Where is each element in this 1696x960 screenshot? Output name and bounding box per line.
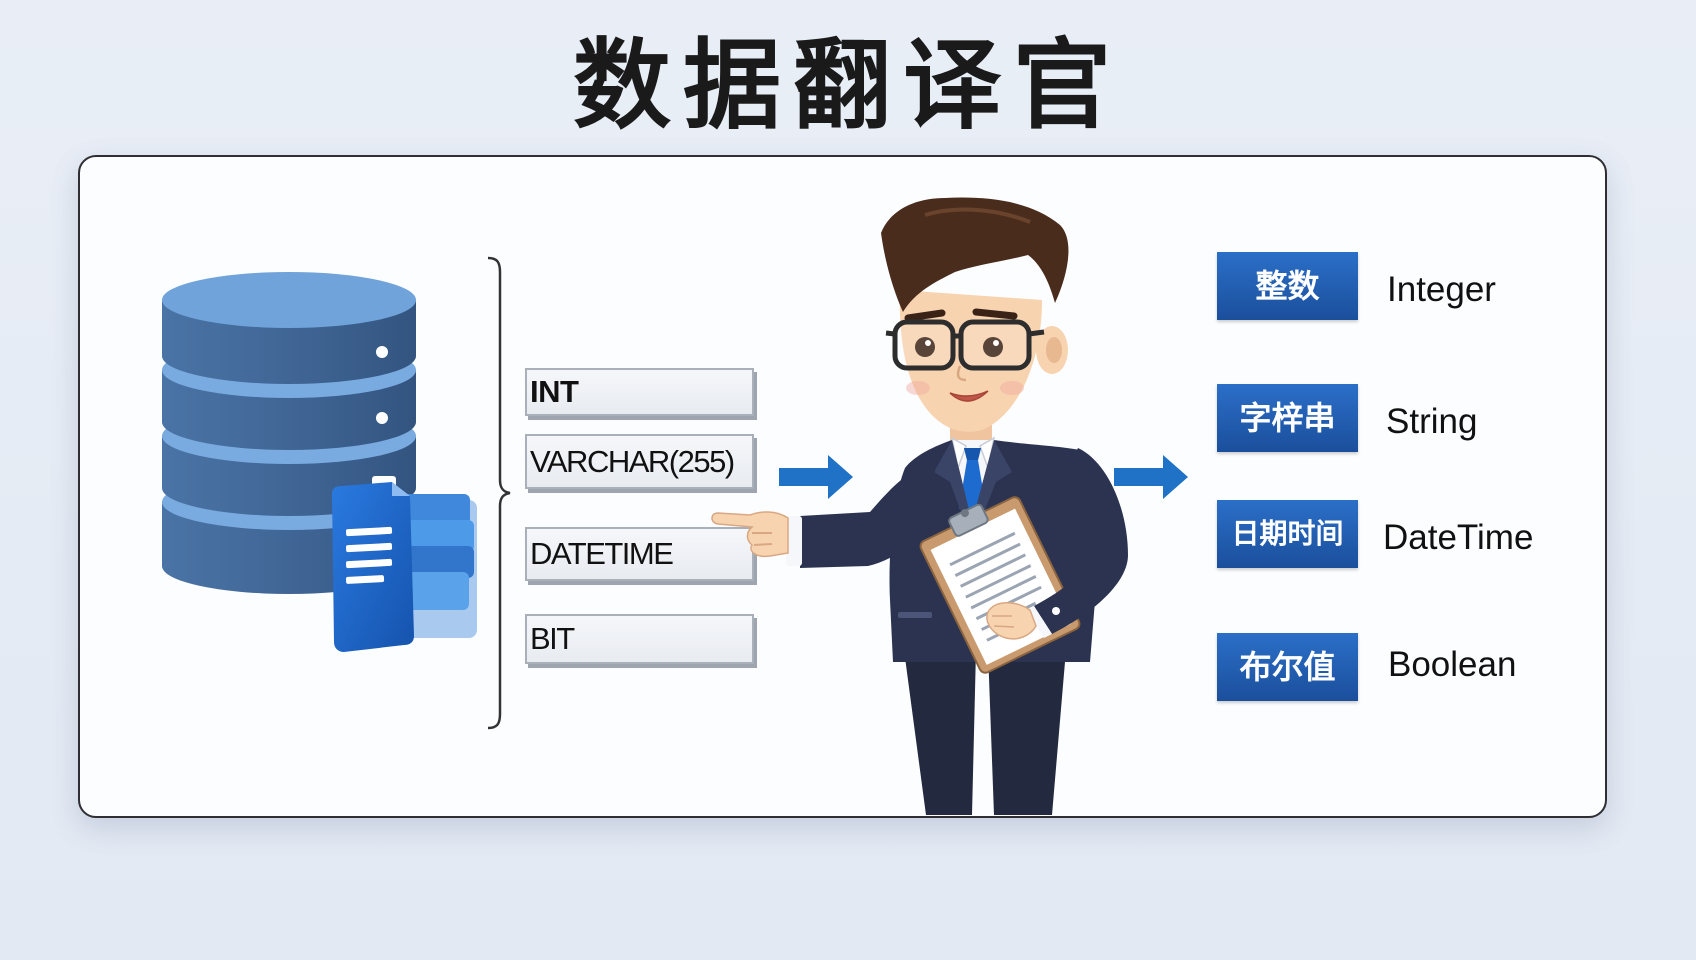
document-stack-icon [332, 476, 477, 652]
label-boolean: Boolean [1388, 645, 1517, 684]
document-lines-icon [345, 526, 393, 584]
label-string: String [1386, 402, 1478, 441]
sql-type-datetime: DATETIME [525, 527, 754, 581]
arrow-right-icon [779, 455, 853, 499]
badge-boolean: 布尔值 [1217, 633, 1358, 701]
person-head [881, 197, 1069, 432]
badge-string: 字梓串 [1217, 384, 1358, 452]
sql-type-varchar: VARCHAR(255) [525, 434, 754, 489]
person-right-arm [1034, 448, 1128, 634]
person-pointing-hand [711, 511, 789, 558]
person-hair [881, 197, 1069, 312]
person-right-hand [986, 602, 1037, 640]
page-title: 数据翻译官 [572, 29, 1123, 143]
badge-integer: 整数 [1217, 252, 1358, 320]
database-indicator-light [376, 412, 388, 424]
glasses-icon [885, 319, 1045, 371]
person-pants [904, 650, 1066, 815]
person-eyes [915, 337, 1003, 357]
database-icon [162, 272, 416, 594]
label-integer: Integer [1387, 270, 1496, 309]
badge-datetime: 日期时间 [1217, 500, 1358, 568]
person-left-arm [800, 462, 935, 568]
person-face [899, 290, 1042, 432]
person-mouth [949, 390, 989, 402]
database-indicator-light [376, 346, 388, 358]
translator-person [711, 197, 1128, 815]
curly-bracket [487, 256, 511, 730]
label-datetime: DateTime [1383, 518, 1534, 557]
sql-type-int: INT [525, 368, 754, 416]
arrow-right-icon [1114, 455, 1188, 499]
sql-type-bit: BIT [525, 614, 754, 664]
